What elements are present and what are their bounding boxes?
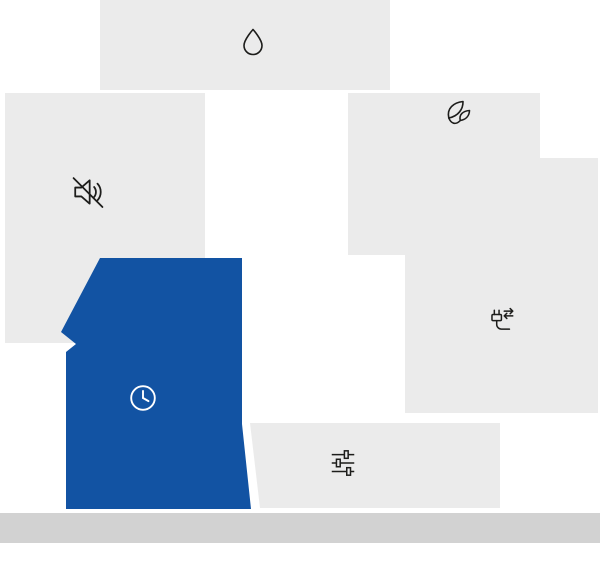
bottom-bar [0, 513, 600, 543]
clock-icon [130, 385, 156, 411]
tile-settings[interactable] [250, 423, 500, 508]
muted-speaker-icon [72, 177, 104, 208]
leaf-icon [447, 100, 471, 125]
tile-time-highlight[interactable] [61, 258, 251, 509]
water-drop-icon [243, 28, 263, 56]
plug-arrows-icon [491, 307, 514, 330]
tile-power[interactable] [405, 158, 598, 413]
sliders-icon [331, 450, 355, 476]
tile-water[interactable] [100, 0, 390, 90]
